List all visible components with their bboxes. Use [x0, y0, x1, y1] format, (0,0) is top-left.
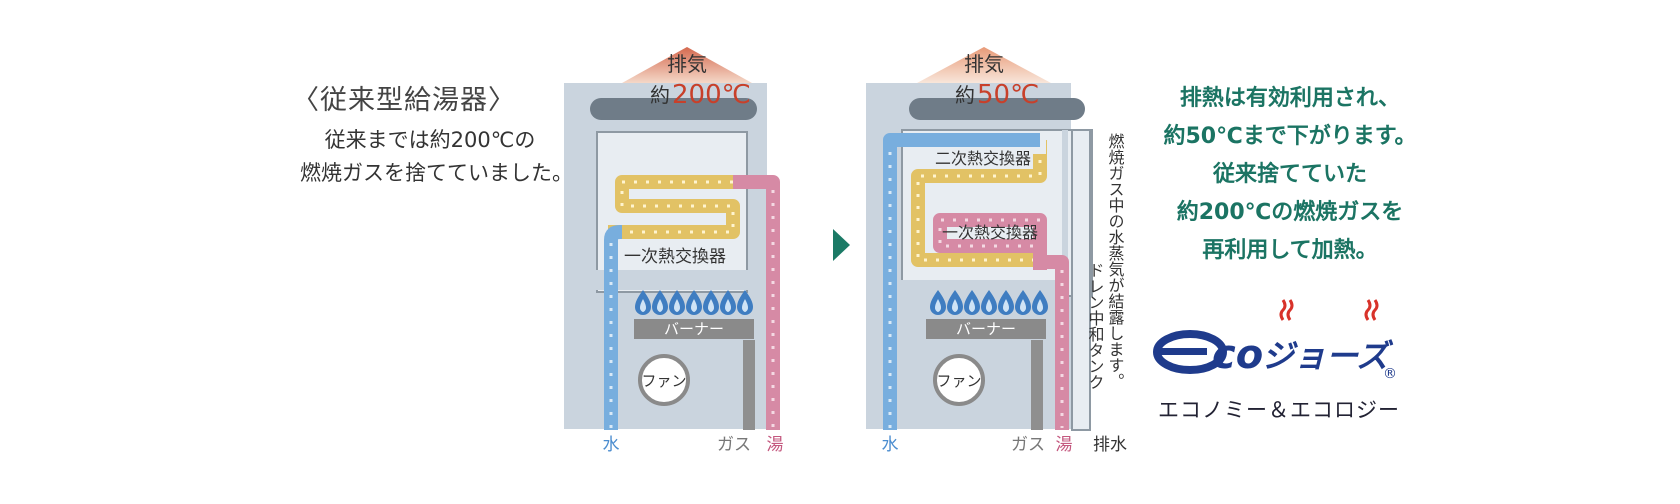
eco-hot-water-label: 湯 [1056, 435, 1073, 455]
eco-drain-tank-label: ドレン中和タンク [1086, 262, 1105, 390]
legacy-unit [564, 47, 780, 430]
logo-subtitle: エコノミー＆エコロジー [1158, 398, 1400, 422]
eco-unit [866, 47, 1093, 431]
legacy-gas-label: ガス [717, 435, 751, 455]
eco-hx-primary-label: 一次熱交換器 [942, 223, 1038, 242]
eco-description-line: 排熱は有効利用され、 [1179, 86, 1401, 111]
legacy-fan-label: ファン [641, 372, 686, 390]
eco-primary-heat-path [933, 213, 1047, 270]
transition-arrow-icon [833, 229, 850, 261]
legacy-heater-title: 〈従来型給湯器〉 [292, 85, 516, 116]
eco-burner [926, 319, 1046, 339]
legacy-description-line: 従来までは約200℃の [324, 128, 536, 152]
eco-water-pipe [883, 133, 1040, 430]
eco-gas-label: ガス [1011, 435, 1045, 455]
legacy-exhaust-arrow [622, 47, 752, 83]
legacy-flue [590, 98, 757, 120]
legacy-heat-path [608, 175, 740, 239]
legacy-water-label: 水 [603, 435, 620, 455]
eco-drain-label: 排水 [1093, 435, 1127, 455]
eco-condense-note: 燃焼ガス中の水蒸気が結露します。 [1106, 133, 1125, 389]
eco-flue [909, 98, 1085, 120]
legacy-burner [634, 319, 754, 339]
legacy-exhaust-approx: 約 [650, 83, 670, 107]
eco-drain-column [1071, 129, 1091, 431]
eco-description-line: 従来捨てていた [1212, 162, 1367, 187]
legacy-hot-water-label: 湯 [767, 435, 784, 455]
eco-description: 排熱は有効利用され、 約50℃まで下がります。 従来捨てていた 約200℃の燃焼… [1120, 80, 1460, 270]
eco-exhaust-temp: 50℃ [977, 80, 1039, 110]
eco-description-line: 再利用して加熱。 [1202, 238, 1378, 263]
eco-fan-label: ファン [936, 372, 981, 390]
svg-text:co: co [1212, 332, 1263, 378]
legacy-description: 従来までは約200℃の 燃焼ガスを捨てていました。 [300, 124, 573, 190]
eco-description-line: 約50℃まで下がります。 [1163, 124, 1417, 149]
svg-text:ジョーズ: ジョーズ [1262, 337, 1393, 375]
eco-exhaust-label: 排気 [964, 52, 1004, 76]
legacy-hx-primary-label: 一次熱交換器 [624, 247, 726, 267]
logo-registered-mark: ® [1383, 366, 1397, 382]
eco-fan [933, 354, 985, 406]
eco-burner-label: バーナー [956, 320, 1016, 338]
eco-exhaust-arrow [917, 47, 1051, 83]
legacy-exhaust-temp: 200℃ [672, 80, 751, 110]
eco-hx-secondary-label: 二次熱交換器 [935, 149, 1031, 168]
legacy-water-pipe [604, 225, 622, 430]
eco-description-line: 約200℃の燃焼ガスを [1176, 200, 1404, 225]
legacy-description-line: 燃焼ガスを捨てていました。 [300, 161, 573, 185]
eco-water-label: 水 [882, 435, 899, 455]
legacy-exhaust-label: 排気 [667, 52, 707, 76]
legacy-fan [638, 354, 690, 406]
legacy-burner-label: バーナー [664, 320, 724, 338]
eco-exhaust-approx: 約 [955, 83, 975, 107]
ecojozu-logo: co ジョーズ ® [1153, 299, 1397, 382]
